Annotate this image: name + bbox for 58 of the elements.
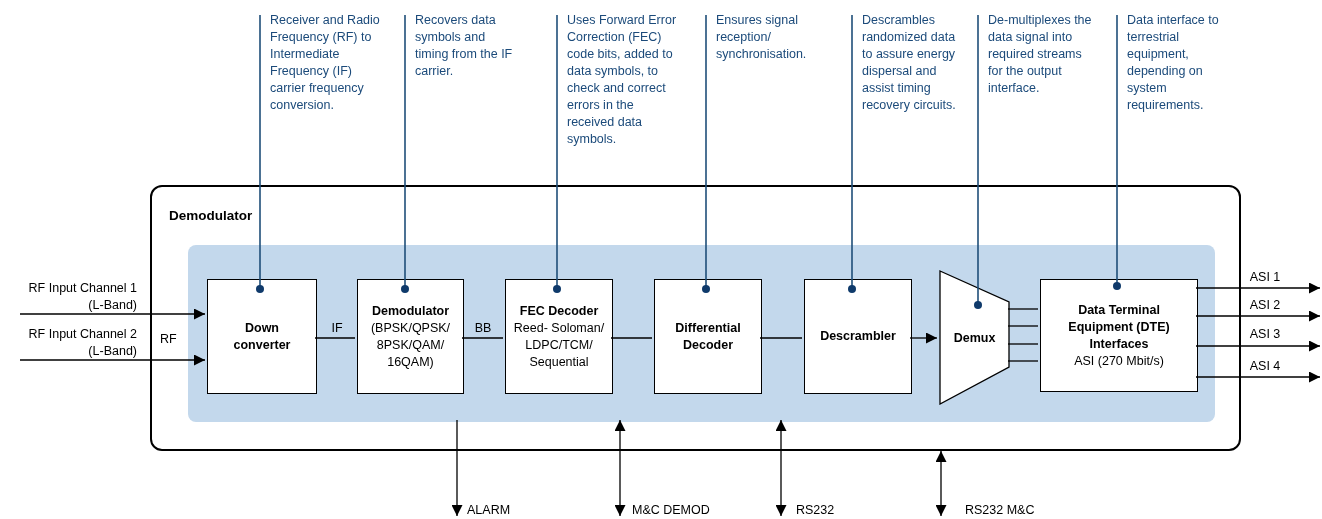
edge-label: ASI 3 xyxy=(1248,326,1282,343)
connector-arrow xyxy=(1195,371,1321,383)
description-text: Data interface to terrestrial equipment, depending on system requirements. xyxy=(1127,12,1220,114)
connector-arrow xyxy=(19,308,206,320)
leader-line xyxy=(702,14,710,293)
process-box xyxy=(654,279,762,394)
description-text: De-multiplexes the data signal into required streams for the output interface. xyxy=(988,12,1093,97)
edge-label: RF Input Channel 1 (L-Band) xyxy=(27,280,137,314)
block-title: Down converter xyxy=(232,319,292,354)
edge-label: ASI 4 xyxy=(1248,358,1282,375)
connector-arrow xyxy=(19,354,206,366)
signal-label: RF xyxy=(160,331,177,348)
connector-arrow xyxy=(1195,310,1321,322)
description-text: Recovers data symbols and timing from the IF carrier. xyxy=(415,12,514,80)
connector-arrow xyxy=(1195,282,1321,294)
block-title: Descrambler xyxy=(820,328,896,345)
description-text: Uses Forward Error Correction (FEC) code bits, added to data symbols, to check and correct errors in the received data symbols. xyxy=(567,12,678,148)
connector-arrow xyxy=(614,419,626,517)
block-title: FEC Decoder xyxy=(519,302,599,320)
leader-line xyxy=(401,14,409,293)
block-label: Demux xyxy=(953,329,996,346)
edge-label: ALARM xyxy=(467,502,512,519)
demux-trapezoid xyxy=(939,270,1010,405)
edge-label: ASI 2 xyxy=(1248,297,1282,314)
system-frame xyxy=(150,185,1241,451)
block-title: Demodulator xyxy=(371,302,450,320)
connector-arrow xyxy=(909,332,938,344)
edge-label: RS232 M&C xyxy=(965,502,1036,519)
processing-band xyxy=(188,245,1215,422)
process-box xyxy=(357,279,464,394)
edge-label: M&C DEMOD xyxy=(632,502,711,519)
edge-label: RF Input Channel 2 (L-Band) xyxy=(27,326,137,360)
leader-line xyxy=(553,14,561,293)
description-text: Ensures signal reception/ synchronisation. xyxy=(716,12,808,63)
process-box xyxy=(1040,279,1198,392)
leader-line xyxy=(848,14,856,293)
description-text: Receiver and Radio Frequency (RF) to Intermediate Frequency (IF) carrier frequency conversion. xyxy=(270,12,381,114)
group-title: Demodulator xyxy=(169,207,253,225)
leader-line xyxy=(256,14,264,293)
process-box xyxy=(505,279,613,394)
leader-line xyxy=(1113,14,1121,290)
edge-label: RS232 xyxy=(796,502,836,519)
connector-arrow xyxy=(935,450,947,517)
block-detail: ASI (270 Mbit/s) xyxy=(1074,352,1164,370)
block-detail: (BPSK/QPSK/ 8PSK/QAM/ 16QAM) xyxy=(369,319,452,371)
connector-arrow xyxy=(775,419,787,517)
block-title: Data Terminal Equipment (DTE) Interfaces xyxy=(1067,301,1171,353)
process-box xyxy=(804,279,912,394)
description-text: Descrambles randomized data to assure energy dispersal and assist timing recovery circuits. xyxy=(862,12,957,114)
edge-label: ASI 1 xyxy=(1248,269,1282,286)
block-detail: Reed- Soloman/ LDPC/TCM/ Sequential xyxy=(512,319,606,371)
process-box xyxy=(207,279,317,394)
edge-label: BB xyxy=(473,320,493,337)
edge-label: IF xyxy=(330,320,344,337)
connector-arrow xyxy=(451,419,463,517)
connector-arrow xyxy=(1195,340,1321,352)
leader-line xyxy=(974,14,982,309)
block-title: Differential Decoder xyxy=(674,319,742,354)
